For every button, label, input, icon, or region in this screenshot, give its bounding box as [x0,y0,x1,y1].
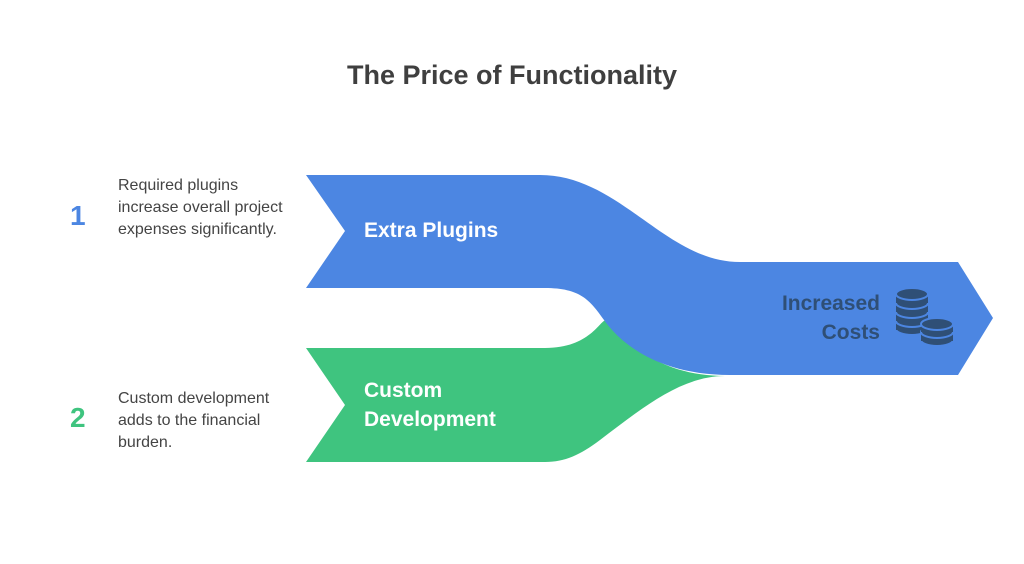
step-2-number: 2 [70,402,86,433]
diagram-title: The Price of Functionality [346,60,678,90]
custom-development-arrow [306,320,725,462]
step-1-number: 1 [70,200,86,231]
step-1-description: Required plugins increase overall projec… [118,177,283,238]
step-2-description: Custom development adds to the financial… [118,390,270,451]
increased-costs-label: Increased Costs [781,292,880,344]
coins-stack-icon [895,287,954,347]
extra-plugins-arrow [306,175,993,375]
custom-development-label: Custom Development [364,379,496,431]
extra-plugins-label: Extra Plugins [364,219,499,242]
